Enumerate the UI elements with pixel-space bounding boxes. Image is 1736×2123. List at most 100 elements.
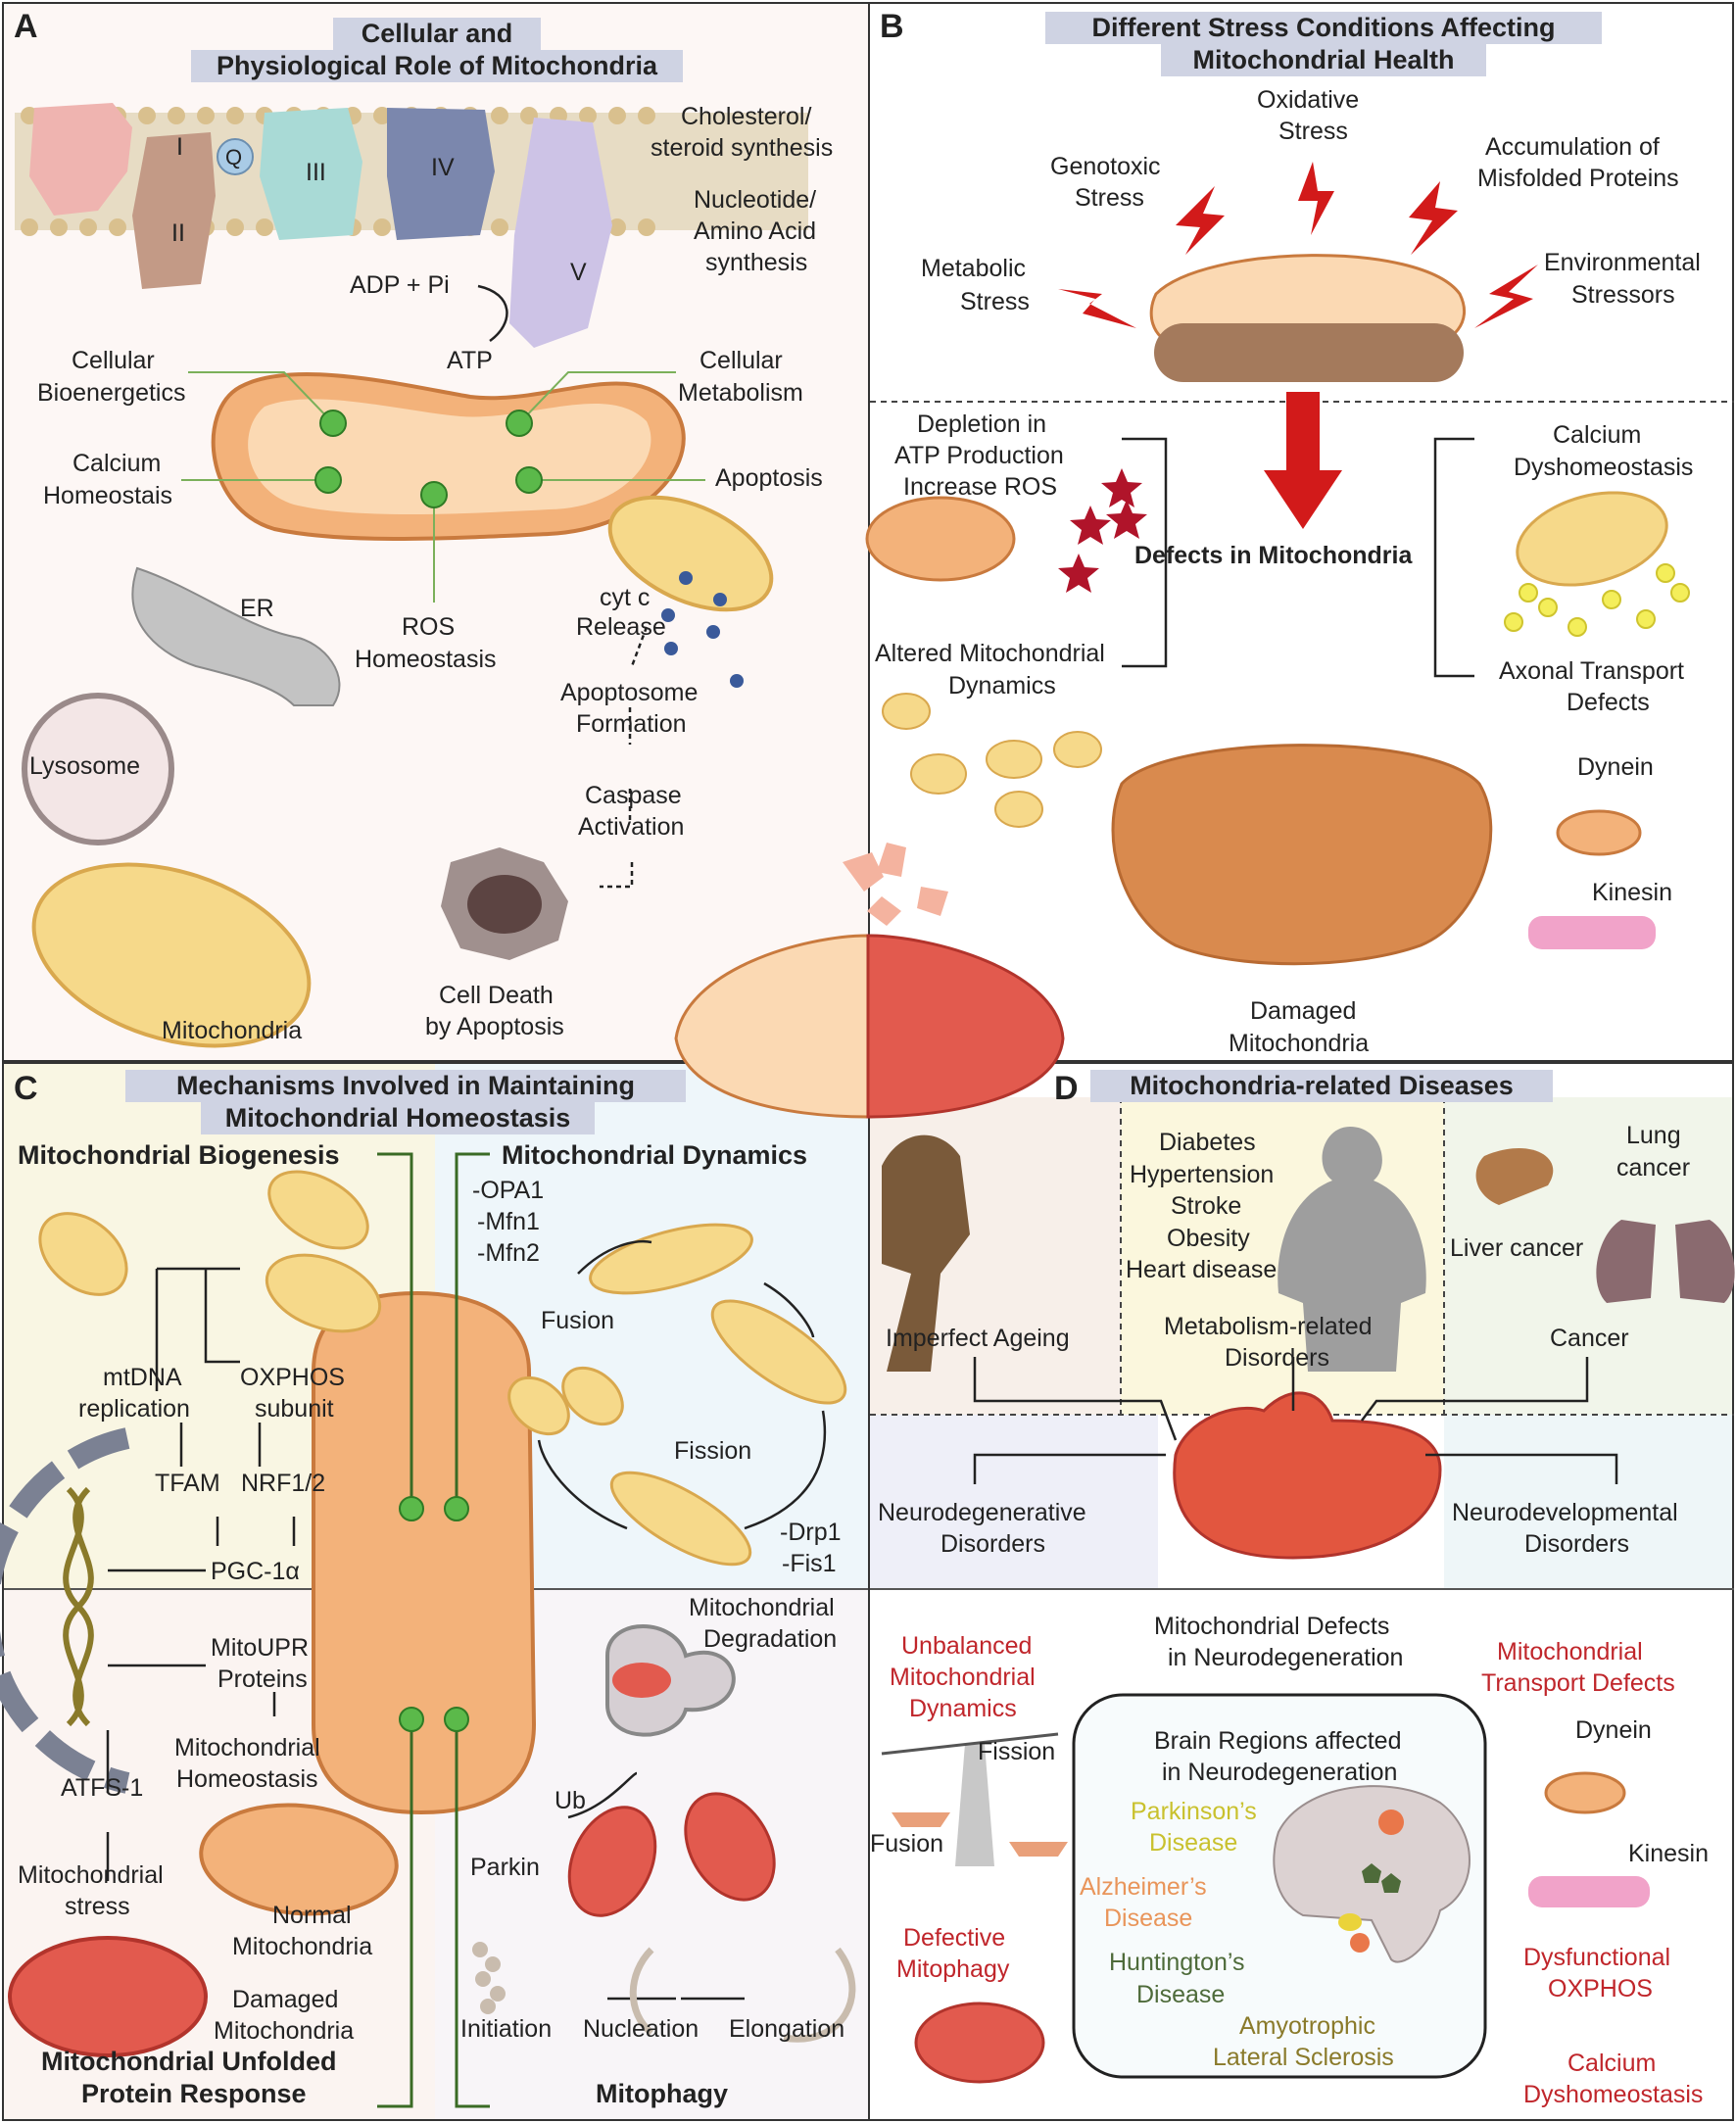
panel-c-title-2: Mitochondrial Homeostasis <box>201 1102 595 1134</box>
damaged-mito-c <box>8 1936 208 2057</box>
metdis-3: Obesity <box>1167 1225 1250 1252</box>
green-lines <box>377 1152 490 2108</box>
ros-2: Homeostasis <box>355 646 497 673</box>
complex-iii-label: III <box>306 159 326 186</box>
casp-2: Activation <box>578 813 685 841</box>
mito-a-label: Mitochondria <box>162 1017 303 1044</box>
center-mito-right <box>866 934 1065 1119</box>
death-1: Cell Death <box>439 982 554 1009</box>
lungs-icon <box>1596 1220 1735 1303</box>
complex-i-label: I <box>176 133 183 161</box>
apoptosis-label: Apoptosis <box>715 464 823 492</box>
nucleus-envelope <box>0 1427 130 1794</box>
normal-1: Normal <box>272 1902 352 1929</box>
liver-label: Liver cancer <box>1450 1234 1584 1262</box>
obese-figure <box>1278 1127 1426 1372</box>
apoptosis-mito <box>607 495 774 612</box>
microtubule <box>1528 916 1656 949</box>
ox-2: Stress <box>1278 118 1348 145</box>
pd-region <box>1338 1913 1362 1931</box>
damaged-mito-b <box>1111 744 1493 966</box>
ca-2: Homeostais <box>43 482 172 509</box>
complex-q-label: Q <box>225 145 243 169</box>
elongation-membrane <box>783 1947 856 2043</box>
elongation-label: Elongation <box>729 2015 845 2043</box>
metrel-1: Metabolism-related <box>1164 1313 1373 1340</box>
kinesin-d: Kinesin <box>1628 1840 1709 1867</box>
mitoupr-1: MitoUPR <box>211 1634 310 1662</box>
panel-d-title: Mitochondria-related Diseases <box>1090 1070 1553 1102</box>
dynamics-mitos <box>507 1223 847 1567</box>
microtubule-d <box>1528 1876 1650 1907</box>
dna-helix <box>63 1486 94 1727</box>
metdis-1: Hypertension <box>1130 1161 1275 1188</box>
axon-2: Defects <box>1567 689 1650 716</box>
mfn1: -Mfn1 <box>477 1208 540 1235</box>
c-dots <box>399 1496 469 1732</box>
hd-region <box>1362 1863 1381 1883</box>
env-1: Environmental <box>1544 249 1701 276</box>
diseased-mito <box>1173 1391 1442 1560</box>
ubiquinone <box>217 138 254 175</box>
mhom-1: Mitochondrial <box>174 1734 320 1761</box>
degr-1: Mitochondrial <box>689 1594 835 1621</box>
als-region <box>1378 1809 1404 1835</box>
panel-b-title-2: Mitochondrial Health <box>1161 44 1486 76</box>
center-fragments <box>843 843 948 926</box>
panel-c-letter: C <box>14 1070 38 1107</box>
elderly-figure <box>882 1134 970 1372</box>
degr-2: Degradation <box>703 1625 838 1653</box>
brain-1: Brain Regions affected <box>1154 1727 1402 1755</box>
adp-label: ADP + Pi <box>350 271 450 299</box>
dam-1: Damaged <box>1250 997 1357 1025</box>
panel-a-title-1: Cellular and <box>333 18 541 50</box>
defneuro-1: Mitochondrial Defects <box>1154 1613 1390 1640</box>
tfam: TFAM <box>155 1470 220 1497</box>
mfn2: -Mfn2 <box>477 1239 540 1267</box>
panel-a-letter: A <box>14 8 38 45</box>
nucleation-label: Nucleation <box>583 2015 699 2043</box>
calc-1: Calcium <box>1553 421 1642 449</box>
mstress-2: stress <box>65 1893 130 1920</box>
defmito-1: Defective <box>903 1924 1006 1952</box>
ros-stars <box>1058 468 1147 593</box>
kinesin-b: Kinesin <box>1592 879 1672 906</box>
alt-2: Dynamics <box>948 672 1056 700</box>
fission-label: Fission <box>674 1437 752 1465</box>
complex-v-label: V <box>570 259 587 286</box>
dynein-d: Dynein <box>1575 1716 1652 1744</box>
defects-label: Defects in Mitochondria <box>1134 542 1413 569</box>
side-2a: Nucleotide/ <box>694 186 817 214</box>
calc-2: Dyshomeostasis <box>1514 454 1694 481</box>
met-1: Cellular <box>699 347 783 374</box>
lung-2: cancer <box>1616 1154 1691 1182</box>
neurodeg-bg <box>870 1415 1158 1589</box>
damaged-1: Damaged <box>232 1986 339 2013</box>
death-2: by Apoptosis <box>425 1013 564 1040</box>
defmito-2: Mitophagy <box>896 1955 1010 1983</box>
cyt-c-dots <box>661 571 744 688</box>
misf-1: Accumulation of <box>1485 133 1660 161</box>
normal-mito <box>199 1803 399 1916</box>
misf-2: Misfolded Proteins <box>1477 165 1679 192</box>
fusion-label: Fusion <box>541 1307 615 1334</box>
panel-c-title-1: Mechanisms Involved in Maintaining <box>125 1070 686 1102</box>
metab-1: Metabolic <box>921 255 1026 282</box>
dam-2: Mitochondria <box>1229 1030 1370 1057</box>
cadys-2: Dyshomeostasis <box>1523 2081 1704 2108</box>
calcium-dots <box>1504 563 1690 637</box>
complex-i <box>29 103 132 216</box>
ub-label: Ub <box>555 1787 586 1814</box>
bio-1: Cellular <box>72 347 155 374</box>
big-red-arrow <box>1264 392 1342 529</box>
central-mito-inner <box>248 399 651 514</box>
complex-ii-label: II <box>171 219 185 247</box>
metdis-0: Diabetes <box>1159 1129 1256 1156</box>
brain-2: in Neurodegeneration <box>1162 1759 1398 1786</box>
dysox-1: Dysfunctional <box>1523 1944 1671 1971</box>
met-2: Metabolism <box>678 379 803 407</box>
cadys-1: Calcium <box>1567 2050 1657 2077</box>
er-shape <box>131 566 341 706</box>
transp-1: Mitochondrial <box>1497 1638 1643 1665</box>
